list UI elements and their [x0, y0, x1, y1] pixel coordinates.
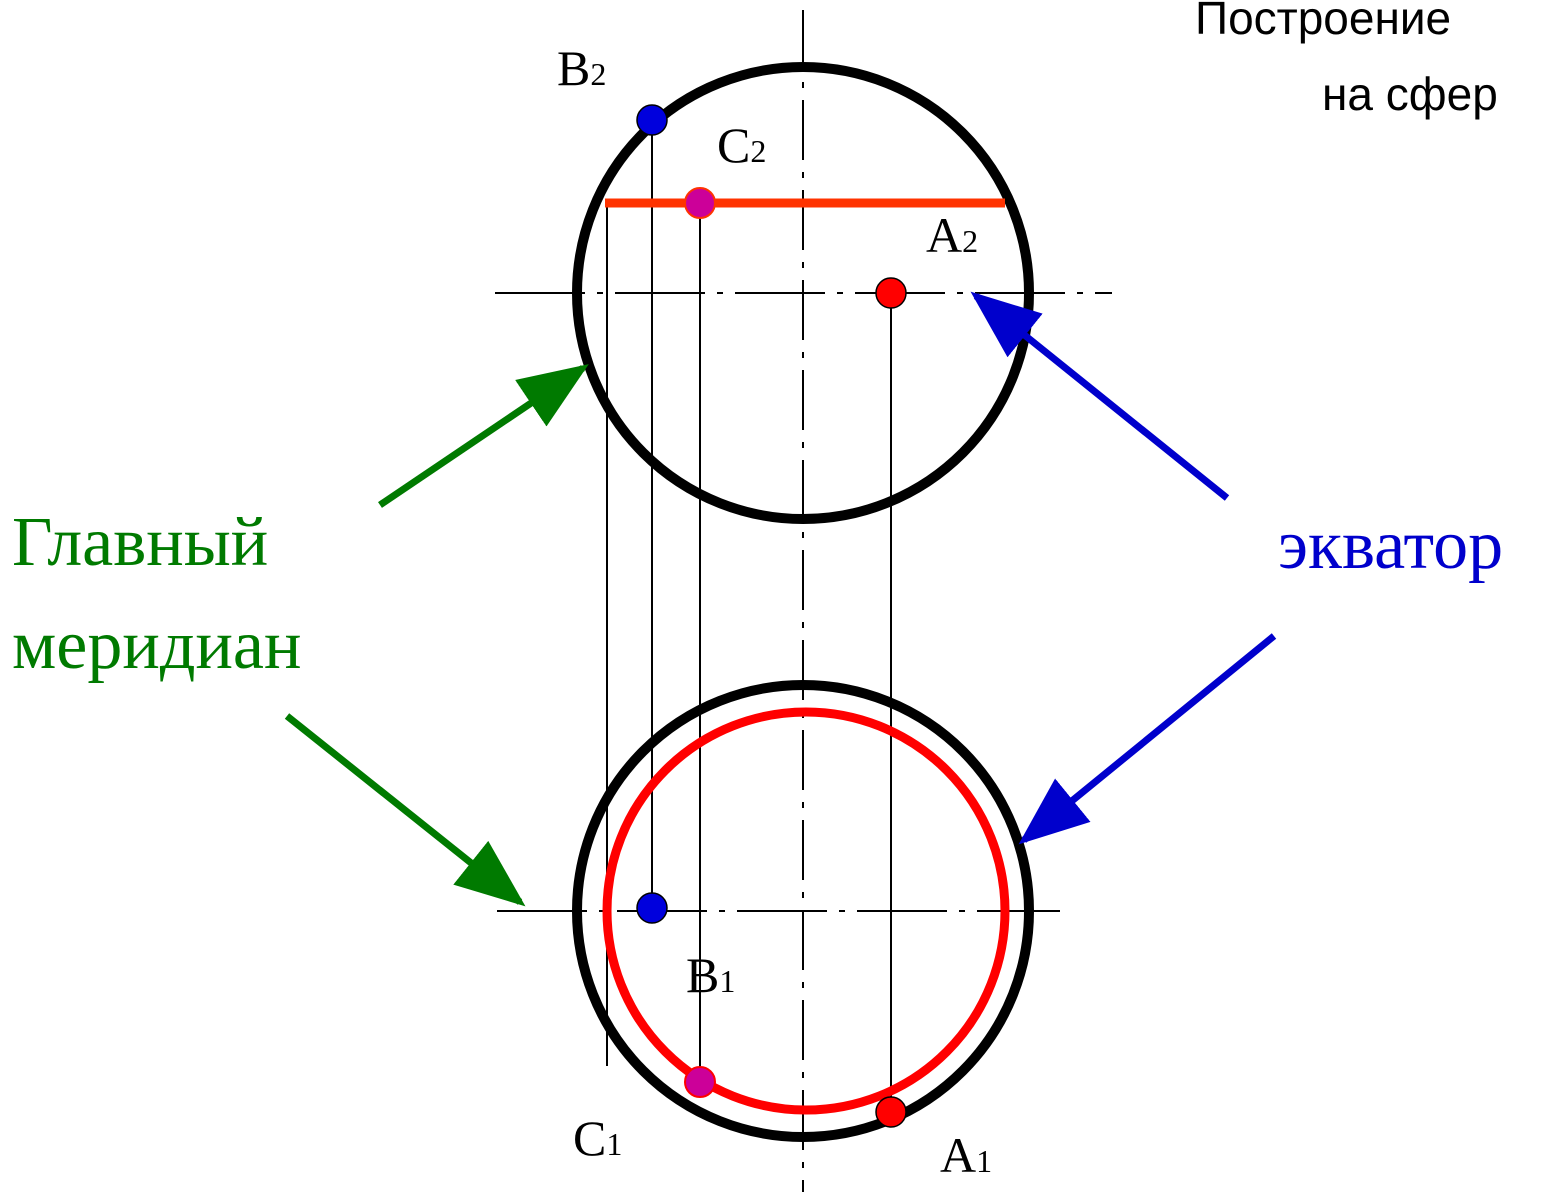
meridian-label-line-1: Главный [12, 504, 268, 581]
label-b2: B2 [557, 40, 606, 96]
point-a1 [875, 1096, 907, 1128]
section-circle [602, 707, 1010, 1115]
meridian-label-line-2: меридиан [12, 607, 301, 684]
title-line-2: на сфер [1322, 68, 1498, 120]
label-b1: B1 [686, 947, 735, 1003]
label-c2: C2 [717, 117, 766, 173]
meridian-arrow-lower [284, 713, 526, 907]
point-c2 [684, 187, 716, 219]
point-b1 [636, 892, 668, 924]
equator-label: экватор [1278, 507, 1503, 584]
label-a2: A2 [926, 207, 978, 263]
point-b2 [636, 104, 668, 136]
equator-arrow-upper [970, 291, 1230, 501]
title-line-1: Построение [1195, 0, 1451, 44]
label-c1: C1 [573, 1110, 622, 1166]
label-a1: A1 [940, 1127, 992, 1183]
point-a2 [875, 277, 907, 309]
meridian-arrow-upper [378, 364, 589, 508]
equator-arrow-lower [1018, 633, 1277, 845]
top-view-sphere-outline [572, 680, 1034, 1142]
point-c1 [684, 1066, 716, 1098]
